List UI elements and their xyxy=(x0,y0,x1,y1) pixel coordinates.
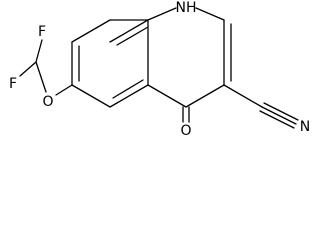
atom-f-top: F xyxy=(38,24,46,40)
bond-n1-c2 xyxy=(195,7,225,21)
bond-cn-n-a xyxy=(261,106,297,125)
bond-cn-n-b xyxy=(263,102,299,121)
bond-c3-cn xyxy=(223,84,263,108)
bond-chf2-f-top xyxy=(35,39,43,63)
bonds xyxy=(19,7,299,129)
atom-nh: NH xyxy=(176,0,197,16)
bond-c8-c8a xyxy=(109,19,149,43)
bond-c5-c6 xyxy=(71,84,111,108)
bond-chf2-f-bottom xyxy=(19,61,37,77)
atom-f-bottom: F xyxy=(9,76,17,92)
bond-o-chf2 xyxy=(35,61,47,93)
atom-o-keto: O xyxy=(180,123,191,139)
atom-o-ether: O xyxy=(42,94,53,110)
bond-c4a-c5-inner xyxy=(112,79,144,99)
bond-cn-n-c xyxy=(259,110,295,129)
bond-c4-c4a xyxy=(147,84,187,108)
bond-c4a-c5 xyxy=(109,84,149,108)
molecule-diagram: F F O O NH N xyxy=(9,0,310,139)
bond-c7-c8 xyxy=(71,19,111,43)
bond-c6-o xyxy=(55,84,73,96)
atom-labels: F F O O NH N xyxy=(9,0,310,139)
bond-c3-c4 xyxy=(185,84,225,108)
bond-c8a-n1 xyxy=(147,7,177,21)
atom-n-nitrile: N xyxy=(300,119,310,135)
bond-c8-c8a-inner xyxy=(116,26,149,46)
